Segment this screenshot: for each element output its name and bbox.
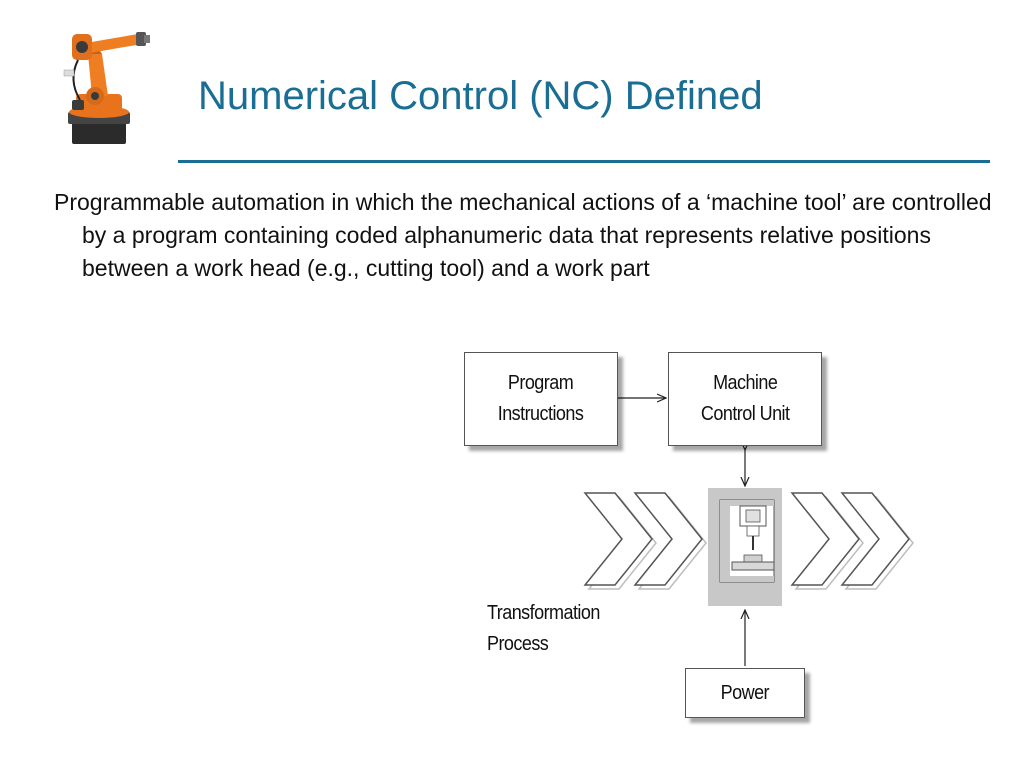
power-label: Power [720,681,770,704]
input-chevrons-icon [583,492,707,590]
nc-system-diagram: Program Instructions Machine Control Uni… [464,340,920,730]
definition-paragraph: Programmable automation in which the mec… [54,189,992,281]
machine-control-unit-label: Machine Control Unit [700,372,790,425]
machine-control-unit-box: Machine Control Unit [668,352,822,446]
output-chevrons-icon [790,492,914,590]
slide-title: Numerical Control (NC) Defined [198,74,763,118]
machine-tool-icon [708,488,782,606]
industrial-robot-logo-icon [63,32,150,144]
power-box: Power [685,668,805,718]
program-instructions-box: Program Instructions [464,352,618,446]
diagram-connectors [583,340,914,666]
transformation-process-label: Transformation Process [487,602,600,655]
program-instructions-label: Program Instructions [498,372,584,425]
title-underline [178,160,990,163]
